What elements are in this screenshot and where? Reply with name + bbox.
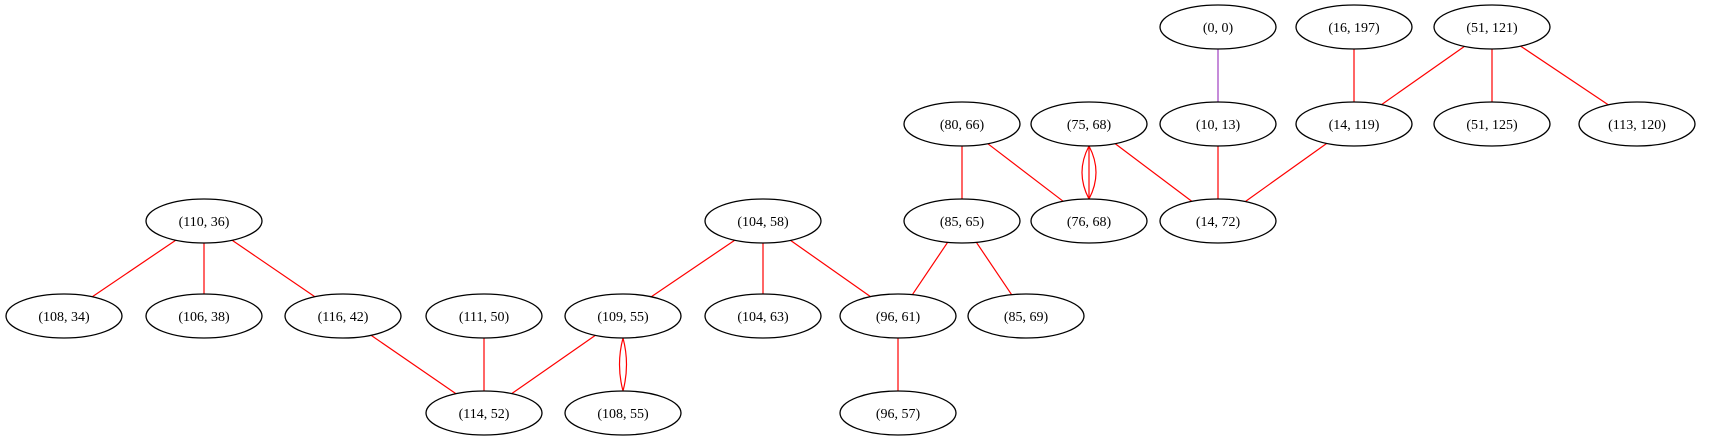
node-label: (76, 68) bbox=[1067, 215, 1112, 230]
node-label: (51, 125) bbox=[1466, 118, 1518, 133]
graph-node: (108, 55) bbox=[564, 390, 682, 436]
node-label: (110, 36) bbox=[179, 215, 230, 230]
edge-n109_55-n108_55-2 bbox=[618, 337, 624, 392]
node-ellipse bbox=[1433, 101, 1551, 147]
node-label: (113, 120) bbox=[1608, 118, 1666, 133]
node-ellipse bbox=[145, 293, 263, 339]
node-ellipse bbox=[839, 293, 957, 339]
node-ellipse bbox=[967, 293, 1085, 339]
graph-node: (51, 125) bbox=[1433, 101, 1551, 147]
node-label: (96, 61) bbox=[876, 310, 921, 325]
graph-node: (85, 69) bbox=[967, 293, 1085, 339]
node-label: (111, 50) bbox=[459, 310, 510, 325]
graph-node: (111, 50) bbox=[425, 293, 543, 339]
edge-n51_121-n14_119 bbox=[1381, 45, 1465, 106]
node-ellipse bbox=[1030, 198, 1148, 244]
node-label: (80, 66) bbox=[940, 118, 985, 133]
graph-node: (104, 58) bbox=[704, 198, 822, 244]
node-label: (14, 119) bbox=[1329, 118, 1380, 133]
node-label: (108, 55) bbox=[597, 407, 649, 422]
graph-node: (110, 36) bbox=[145, 198, 263, 244]
node-ellipse bbox=[903, 101, 1021, 147]
node-ellipse bbox=[284, 293, 402, 339]
node-ellipse bbox=[1578, 101, 1696, 147]
node-ellipse bbox=[839, 390, 957, 436]
node-label: (0, 0) bbox=[1203, 21, 1234, 36]
node-ellipse bbox=[1159, 198, 1277, 244]
edge-n80_66-n76_68 bbox=[987, 143, 1064, 202]
node-ellipse bbox=[564, 390, 682, 436]
node-label: (85, 69) bbox=[1004, 310, 1049, 325]
graph-node: (80, 66) bbox=[903, 101, 1021, 147]
edge-n104_58-n96_61 bbox=[790, 239, 871, 298]
node-ellipse bbox=[5, 293, 123, 339]
graph-node: (14, 119) bbox=[1295, 101, 1413, 147]
node-label: (16, 197) bbox=[1328, 21, 1380, 36]
node-label: (85, 65) bbox=[940, 215, 985, 230]
node-label: (114, 52) bbox=[459, 407, 510, 422]
graph-node: (113, 120) bbox=[1578, 101, 1696, 147]
edge-n109_55-n114_52 bbox=[511, 334, 596, 395]
graph-node: (75, 68) bbox=[1030, 101, 1148, 147]
node-ellipse bbox=[564, 293, 682, 339]
graph-node: (104, 63) bbox=[704, 293, 822, 339]
graph-node: (109, 55) bbox=[564, 293, 682, 339]
node-ellipse bbox=[425, 390, 543, 436]
edge-n75_68-n76_68-1 bbox=[1088, 145, 1097, 200]
node-ellipse bbox=[1295, 101, 1413, 147]
node-ellipse bbox=[145, 198, 263, 244]
edges-layer bbox=[91, 45, 1609, 395]
edge-n75_68-n76_68-3 bbox=[1081, 145, 1090, 200]
graph-node: (85, 65) bbox=[903, 198, 1021, 244]
node-label: (116, 42) bbox=[318, 310, 369, 325]
edge-n110_36-n116_42 bbox=[231, 239, 316, 298]
node-label: (106, 38) bbox=[178, 310, 230, 325]
graph-node: (108, 34) bbox=[5, 293, 123, 339]
graph-node: (106, 38) bbox=[145, 293, 263, 339]
graph-node: (10, 13) bbox=[1159, 101, 1277, 147]
edge-n51_121-n113_120 bbox=[1520, 45, 1609, 106]
node-label: (96, 57) bbox=[876, 407, 921, 422]
graph-node: (116, 42) bbox=[284, 293, 402, 339]
node-label: (10, 13) bbox=[1196, 118, 1241, 133]
node-ellipse bbox=[704, 293, 822, 339]
graph-node: (76, 68) bbox=[1030, 198, 1148, 244]
graph-node: (0, 0) bbox=[1159, 4, 1277, 50]
edge-n109_55-n108_55-1 bbox=[622, 337, 628, 392]
node-ellipse bbox=[704, 198, 822, 244]
node-label: (51, 121) bbox=[1466, 21, 1518, 36]
edge-n75_68-n14_72 bbox=[1114, 143, 1193, 202]
node-label: (104, 63) bbox=[737, 310, 789, 325]
node-label: (14, 72) bbox=[1196, 215, 1241, 230]
graph-node: (14, 72) bbox=[1159, 198, 1277, 244]
node-ellipse bbox=[425, 293, 543, 339]
graph-node: (114, 52) bbox=[425, 390, 543, 436]
edge-n104_58-n109_55 bbox=[650, 239, 736, 298]
graph-node: (16, 197) bbox=[1295, 4, 1413, 50]
edge-n85_65-n85_69 bbox=[975, 241, 1013, 296]
node-ellipse bbox=[1295, 4, 1413, 50]
node-label: (75, 68) bbox=[1067, 118, 1112, 133]
node-ellipse bbox=[903, 198, 1021, 244]
node-label: (108, 34) bbox=[38, 310, 90, 325]
nodes-layer: (0, 0) (16, 197) (51, 121) (80, 66) (75, 68)… bbox=[5, 4, 1696, 436]
edge-n85_65-n96_61 bbox=[911, 241, 949, 296]
node-ellipse bbox=[1030, 101, 1148, 147]
node-ellipse bbox=[1159, 4, 1277, 50]
node-ellipse bbox=[1159, 101, 1277, 147]
node-ellipse bbox=[1433, 4, 1551, 50]
edge-n116_42-n114_52 bbox=[370, 334, 457, 395]
graph-node: (96, 57) bbox=[839, 390, 957, 436]
edge-n14_119-n14_72 bbox=[1244, 142, 1328, 203]
graph-node: (51, 121) bbox=[1433, 4, 1551, 50]
edge-n110_36-n108_34 bbox=[91, 239, 177, 298]
node-label: (109, 55) bbox=[597, 310, 649, 325]
node-label: (104, 58) bbox=[737, 215, 789, 230]
graph-node: (96, 61) bbox=[839, 293, 957, 339]
